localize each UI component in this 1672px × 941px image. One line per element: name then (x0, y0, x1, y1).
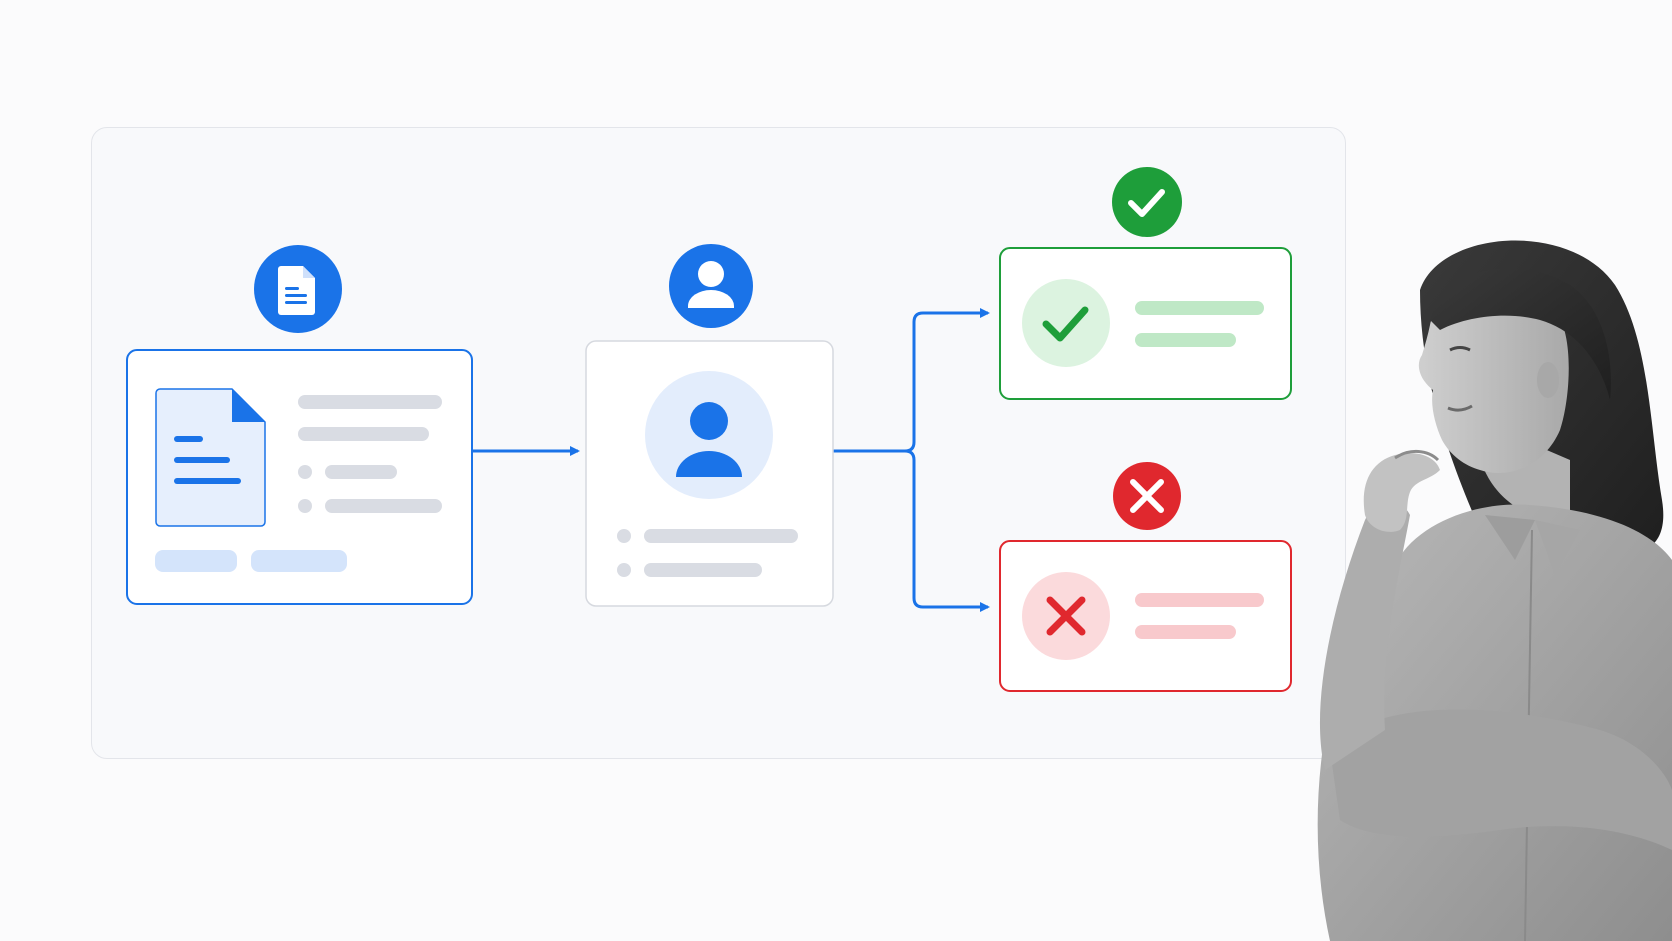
arrow-reviewer-to-rejected (904, 449, 990, 612)
document-text-placeholders (298, 395, 442, 513)
user-badge-icon (669, 244, 753, 328)
arrow-reviewer-to-approved (833, 308, 990, 453)
check-icon (1022, 279, 1110, 367)
approved-text-placeholders (1135, 301, 1264, 347)
reviewer-text-placeholders (617, 529, 798, 577)
x-badge-icon (1113, 462, 1181, 530)
reviewer-node (585, 244, 834, 607)
document-file-icon (155, 388, 266, 527)
document-node (126, 245, 473, 605)
reviewer-avatar-icon (645, 371, 773, 499)
rejected-text-placeholders (1135, 593, 1264, 639)
thinking-person-figure (1317, 240, 1672, 941)
document-badge-icon (254, 245, 342, 333)
connectors (472, 308, 990, 612)
x-icon (1022, 572, 1110, 660)
document-tags (155, 550, 347, 572)
rejected-node (999, 462, 1292, 692)
check-badge-icon (1112, 167, 1182, 237)
approved-node (999, 167, 1292, 400)
